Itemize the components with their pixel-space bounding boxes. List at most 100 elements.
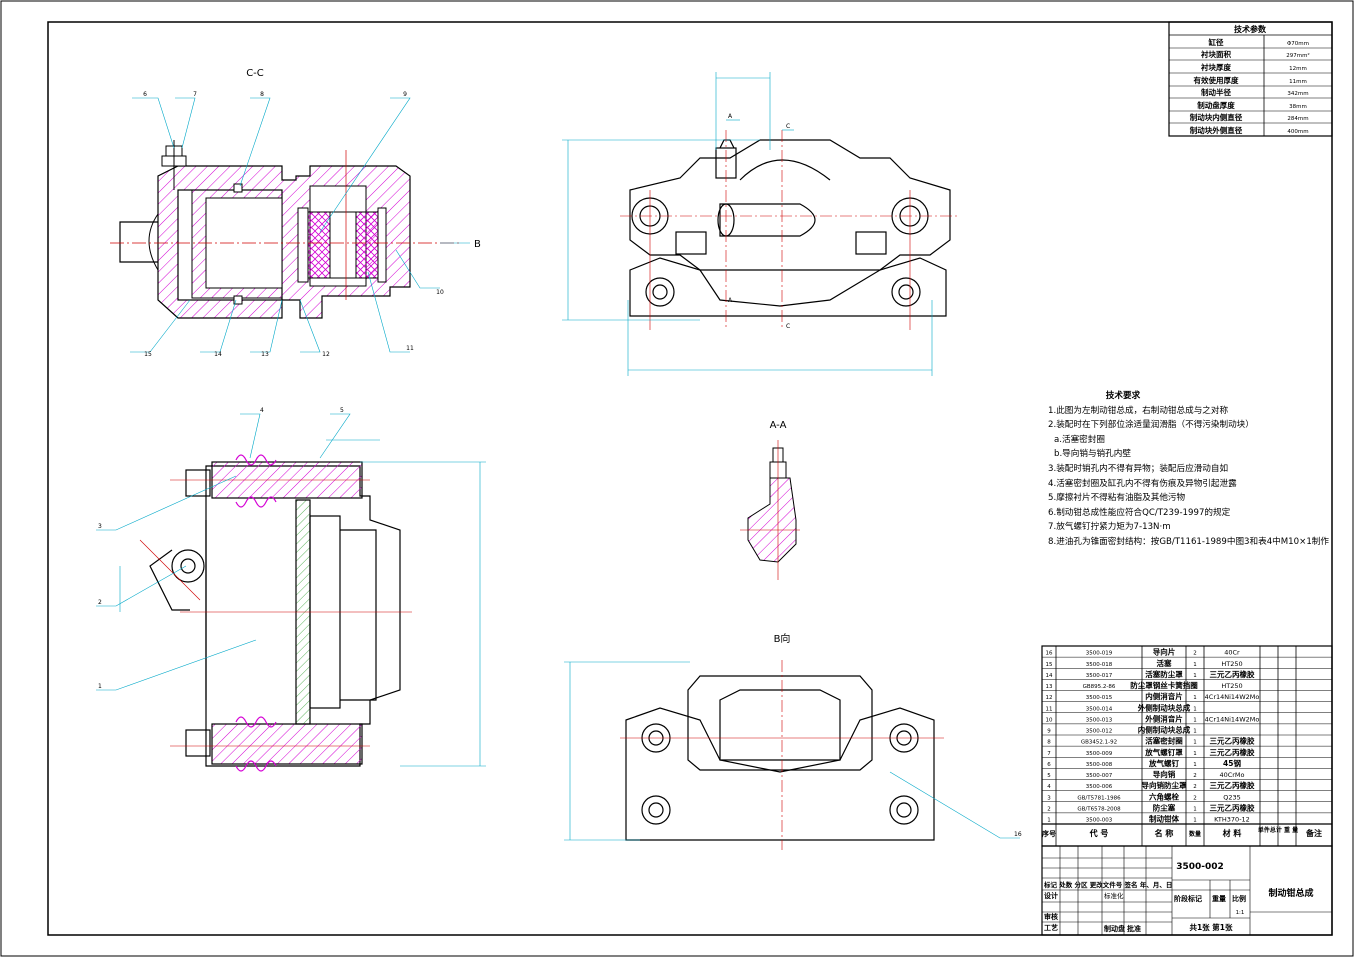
bom-cell-code: 3500-019 bbox=[1086, 651, 1113, 657]
tp-name: 制动盘厚度 bbox=[1197, 100, 1235, 110]
bom-cell-code: 3500-007 bbox=[1086, 773, 1113, 779]
tech-req-item: 4.活塞密封圈及缸孔内不得有伤痕及异物引起泄露 bbox=[1048, 478, 1237, 489]
bom-cell-material: 三元乙丙橡胶 bbox=[1210, 669, 1255, 679]
bom-cell-name: 导向片 bbox=[1153, 647, 1176, 657]
tp-name: 缸径 bbox=[1208, 37, 1225, 47]
bom-cell-no: 5 bbox=[1047, 773, 1051, 779]
view-label-aa: A-A bbox=[770, 420, 787, 431]
section-view-aa: A-A bbox=[740, 420, 800, 580]
bom-cell-no: 3 bbox=[1047, 795, 1051, 801]
bom-cell-material: Q235 bbox=[1223, 793, 1241, 801]
bom-cell-no: 2 bbox=[1047, 806, 1051, 812]
bom-cell-name: 活塞密封圈 bbox=[1145, 736, 1183, 746]
bom-cell-name: 防尘塞 bbox=[1153, 802, 1176, 812]
bom-cell-name: 外侧制动块总成 bbox=[1138, 702, 1191, 712]
bom-cell-name: 六角螺栓 bbox=[1149, 791, 1179, 801]
bom-cell-no: 15 bbox=[1046, 662, 1053, 668]
bom-cell-no: 6 bbox=[1047, 762, 1051, 768]
tech-req-item: 1.此图为左制动钳总成，右制动钳总成与之对称 bbox=[1048, 405, 1229, 416]
bom-h-material: 材 料 bbox=[1223, 828, 1242, 838]
bom-cell-no: 16 bbox=[1046, 651, 1053, 657]
tp-name: 制动块外侧直径 bbox=[1190, 125, 1243, 135]
side-view: 4 5 3 2 1 bbox=[96, 407, 486, 772]
bom-cell-code: 3500-003 bbox=[1086, 818, 1113, 824]
tech-req-item: 8.进油孔为锥面密封结构：按GB/T1161-1989中图3和表4中M10×1制… bbox=[1048, 536, 1329, 547]
tb-approve: 批准 bbox=[1127, 924, 1141, 933]
bom-cell-qty: 1 bbox=[1193, 806, 1197, 812]
bom-h-no: 序号 bbox=[1041, 829, 1056, 838]
tb-process: 工艺 bbox=[1044, 923, 1058, 932]
bom-cell-no: 12 bbox=[1046, 695, 1053, 701]
bom-cell-name: 内侧制动块总成 bbox=[1138, 725, 1191, 735]
bom-cell-code: 3500-012 bbox=[1086, 729, 1112, 735]
bom-cell-code: GB895.2-86 bbox=[1083, 684, 1116, 690]
bom-cell-qty: 1 bbox=[1193, 662, 1197, 668]
balloon: 13 bbox=[261, 351, 269, 358]
bom-cell-name: 制动钳体 bbox=[1149, 814, 1179, 824]
bom-cell-material: 45钢 bbox=[1223, 758, 1241, 768]
balloon: 11 bbox=[406, 345, 414, 352]
bom-cell-no: 9 bbox=[1047, 729, 1051, 735]
tp-name: 制动半径 bbox=[1201, 87, 1231, 97]
balloon: 4 bbox=[260, 407, 264, 414]
bom-cell-no: 4 bbox=[1047, 784, 1051, 790]
bom-cell-code: 3500-009 bbox=[1086, 751, 1113, 757]
bom-cell-material: 40CrMo bbox=[1219, 771, 1244, 779]
tech-params-title: 技术参数 bbox=[1234, 24, 1267, 34]
bom-cell-name: 放气螺钉罩 bbox=[1144, 747, 1183, 757]
bom-cell-qty: 1 bbox=[1193, 706, 1197, 712]
bom-cell-name: 防尘罩钢丝卡簧挡圈 bbox=[1130, 680, 1198, 690]
balloon: 14 bbox=[214, 351, 222, 358]
bom-cell-name: 活塞防尘罩 bbox=[1145, 669, 1183, 679]
bom-cell-no: 11 bbox=[1046, 706, 1053, 712]
tp-value: 400mm bbox=[1287, 129, 1308, 135]
bom-cell-qty: 1 bbox=[1193, 818, 1197, 824]
balloon: 10 bbox=[436, 289, 444, 296]
tech-requirements: 技术要求 1.此图为左制动钳总成，右制动钳总成与之对称 2.装配时在下列部位涂适… bbox=[1048, 389, 1338, 550]
bom-cell-qty: 2 bbox=[1193, 784, 1197, 790]
bom-cell-qty: 2 bbox=[1193, 773, 1197, 779]
tp-name: 衬块面积 bbox=[1201, 49, 1231, 59]
tech-req-title: 技术要求 bbox=[1105, 391, 1141, 401]
bom-cell-name: 活塞 bbox=[1157, 658, 1173, 668]
bom-h-remark: 备注 bbox=[1305, 828, 1322, 838]
bom-cell-code: 3500-008 bbox=[1086, 762, 1113, 768]
drawing-name: 制动钳总成 bbox=[1268, 887, 1313, 899]
tp-value: 284mm bbox=[1287, 116, 1308, 122]
bom-cell-qty: 1 bbox=[1193, 717, 1197, 723]
front-view: A A C C bbox=[562, 72, 960, 376]
tb-sheets: 共1张 第1张 bbox=[1189, 922, 1233, 932]
bom-cell-qty: 1 bbox=[1193, 740, 1197, 746]
bom-cell-code: 3500-018 bbox=[1086, 662, 1113, 668]
bom-h-code: 代 号 bbox=[1089, 828, 1109, 838]
bom-cell-no: 7 bbox=[1047, 751, 1051, 757]
tb-scale: 比例 bbox=[1232, 894, 1246, 903]
bom-cell-code: 3500-015 bbox=[1086, 695, 1113, 701]
bom-cell-code: GB/T5781-1986 bbox=[1077, 795, 1121, 801]
bom-cell-material: HT250 bbox=[1221, 682, 1242, 690]
bom-cell-name: 导向销 bbox=[1153, 769, 1176, 779]
bom-cell-qty: 1 bbox=[1193, 673, 1197, 679]
bom-cell-name: 内侧消音片 bbox=[1145, 691, 1183, 701]
tp-name: 衬块厚度 bbox=[1201, 62, 1231, 72]
balloon: 5 bbox=[340, 407, 344, 414]
tb-scale-value: 1:1 bbox=[1236, 910, 1245, 916]
view-label-b: B向 bbox=[774, 632, 791, 645]
bom-cell-code: 3500-013 bbox=[1086, 717, 1113, 723]
bom-h-name: 名 称 bbox=[1155, 828, 1174, 838]
bom-cell-qty: 1 bbox=[1193, 684, 1197, 690]
bom-cell-material: HT250 bbox=[1221, 660, 1242, 668]
section-mark-a-top: A bbox=[728, 113, 733, 120]
bom-cell-code: GB/T6578-2008 bbox=[1077, 806, 1121, 812]
bom-cell-no: 8 bbox=[1047, 740, 1051, 746]
bom-cell-no: 13 bbox=[1046, 684, 1053, 690]
bom-cell-name: 放气螺钉 bbox=[1148, 758, 1179, 768]
balloon: 2 bbox=[98, 599, 102, 606]
bom-cell-material: 4Cr14Ni14W2Mo bbox=[1205, 715, 1260, 723]
balloon: 15 bbox=[144, 351, 152, 358]
tech-req-item: a.活塞密封圈 bbox=[1054, 434, 1105, 445]
bom-cell-no: 14 bbox=[1046, 673, 1053, 679]
b-direction-view: B向 16 bbox=[564, 632, 1022, 850]
tech-req-item: 2.装配时在下列部位涂适量润滑脂（不得污染制动块） bbox=[1048, 420, 1254, 431]
bom-h-weight: 单件总计 重 量 bbox=[1258, 826, 1298, 834]
